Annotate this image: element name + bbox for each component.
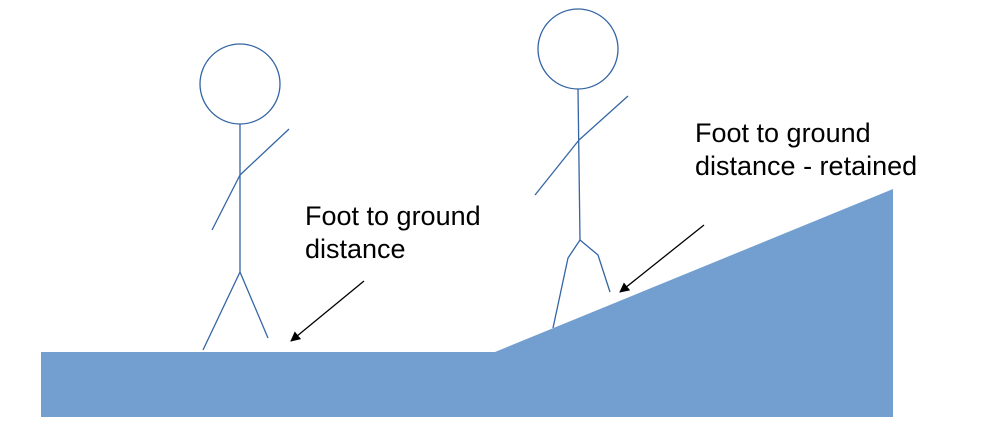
- stick-figure-slope-torso: [577, 88, 581, 241]
- stick-figure-slope-leg-left: [552, 239, 581, 329]
- label-flat-line1: Foot to ground: [305, 201, 481, 231]
- label-flat-line2: distance: [305, 234, 406, 264]
- label-slope-line2: distance - retained: [695, 151, 918, 181]
- arrow-slope: [619, 224, 705, 293]
- ground-shape: [41, 189, 893, 417]
- label-slope-distance: Foot to ground distance - retained: [695, 117, 917, 183]
- stick-figure-slope-head: [537, 8, 619, 90]
- stick-figure-slope-arm-right: [578, 95, 629, 141]
- label-slope-line1: Foot to ground: [695, 118, 871, 148]
- stick-figure-flat: [199, 43, 290, 351]
- stick-figure-slope: [534, 8, 629, 329]
- stick-figure-flat-leg-left: [202, 271, 241, 351]
- stick-figure-flat-leg-right: [239, 271, 269, 339]
- stick-figure-flat-arm-right: [239, 128, 290, 176]
- stick-figure-flat-head: [199, 43, 281, 125]
- stick-figure-slope-arm-left: [534, 139, 580, 196]
- arrow-flat: [290, 280, 365, 342]
- label-flat-distance: Foot to ground distance: [305, 200, 481, 266]
- stick-figure-slope-leg-right: [579, 239, 611, 293]
- stick-figure-flat-arm-left: [211, 174, 241, 231]
